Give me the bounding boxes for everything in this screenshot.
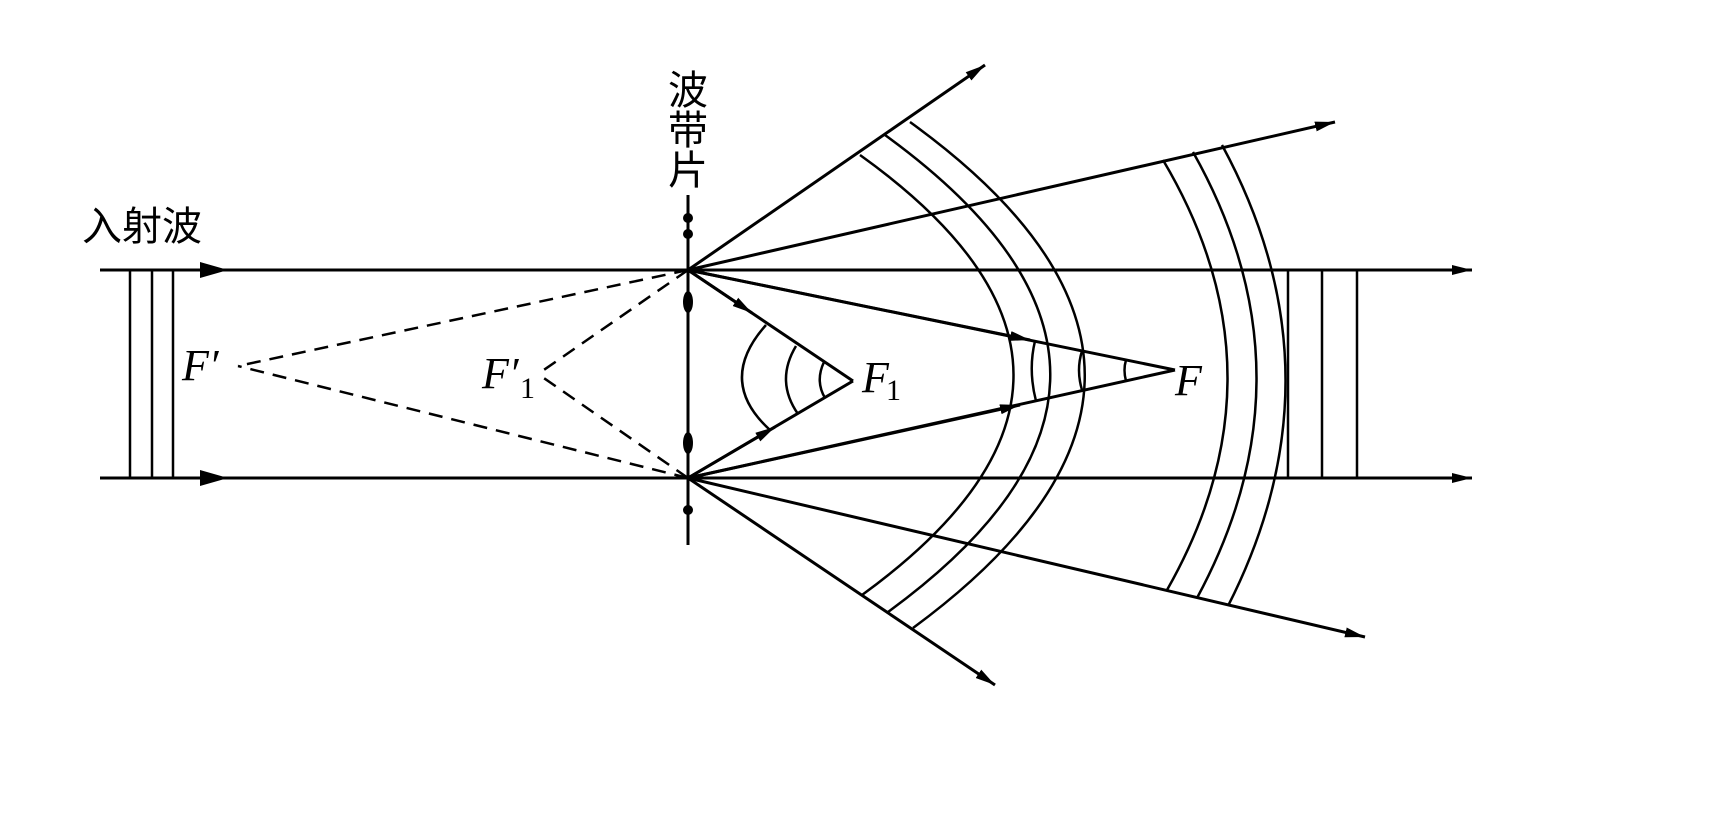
- zone-plate-label-char: 带: [668, 108, 708, 154]
- focus-f1-label: F: [861, 353, 890, 402]
- zone-plate-label: 波 带 片: [668, 68, 708, 194]
- diverging-wavefronts-far: [1161, 144, 1287, 607]
- f-wavefronts: [1030, 340, 1128, 402]
- virtual-focus-f-prime-label: F′: [181, 341, 220, 390]
- f1-wavefronts: [740, 324, 827, 431]
- virtual-rays: [237, 268, 689, 480]
- converging-rays: [687, 268, 1176, 480]
- arrow-head-icon: [200, 470, 228, 486]
- zone-plate-label-char: 片: [668, 148, 708, 194]
- zone-plate-label-char: 波: [668, 68, 708, 114]
- zone-plate: [683, 195, 693, 545]
- focus-f-label: F: [1174, 356, 1203, 405]
- arrow-head-icon: [200, 262, 228, 278]
- diffracted-rays: [687, 63, 1366, 687]
- diverging-wavefronts-near: [859, 120, 1086, 630]
- virtual-focus-f-prime-1-label: F′: [481, 349, 520, 398]
- virtual-focus-f-prime-1-subscript: 1: [520, 372, 535, 405]
- incident-wavefronts: [128, 270, 175, 478]
- transmitted-wavefronts: [1286, 270, 1359, 478]
- incident-wave-label: 入射波: [82, 204, 202, 250]
- focus-f1-subscript: 1: [886, 374, 901, 407]
